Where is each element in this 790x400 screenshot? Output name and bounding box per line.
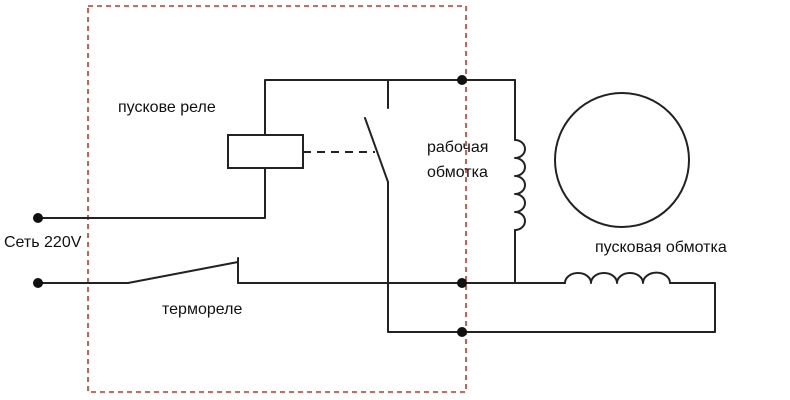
- supply-wire-to-coil: [37, 167, 266, 219]
- junction-top: [457, 75, 467, 85]
- junction-bottom: [457, 327, 467, 337]
- thermal-relay-contact: [127, 261, 239, 284]
- network-terminal-bottom: [33, 278, 43, 288]
- working-winding-coil: [514, 139, 526, 231]
- relay-contact-blade: [364, 117, 389, 183]
- start-relay-coil: [227, 134, 304, 169]
- top-wire: [264, 79, 516, 136]
- start-winding-return-wire: [387, 181, 716, 333]
- relay-housing-boundary: [87, 5, 467, 393]
- start-winding-label: пусковая обмотка: [595, 239, 727, 256]
- start-relay-label: пускове реле: [118, 99, 216, 116]
- working-winding-label-line2: обмотка: [427, 164, 488, 181]
- working-winding-label-line1: рабочая: [427, 139, 488, 156]
- motor-rotor-circle: [554, 92, 690, 228]
- network-terminal-top: [33, 213, 43, 223]
- thermal-relay-label: термореле: [162, 301, 242, 318]
- start-winding-coil: [564, 271, 671, 284]
- junction-common: [457, 278, 467, 288]
- network-label: Сеть 220V: [4, 234, 82, 251]
